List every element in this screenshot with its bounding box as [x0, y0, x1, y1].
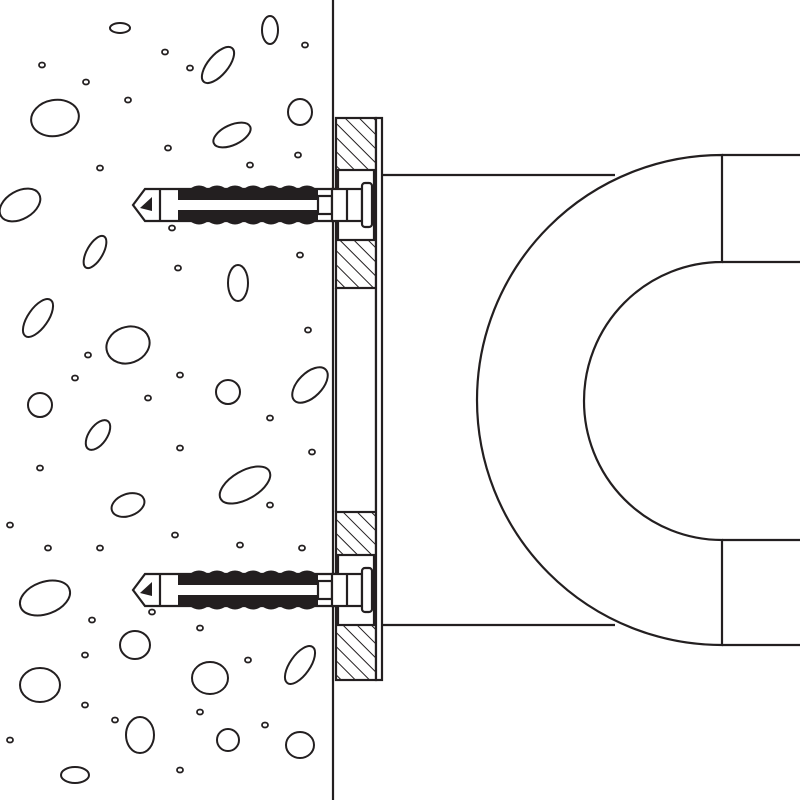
stone — [287, 98, 313, 126]
washer — [360, 566, 374, 614]
aggregate-dot — [36, 464, 44, 472]
stone — [215, 379, 241, 405]
stone — [109, 22, 131, 34]
stone — [30, 98, 80, 138]
stone — [82, 234, 108, 270]
aggregate-dot — [82, 78, 90, 86]
aggregate-dot — [84, 351, 92, 359]
aggregate-dot — [301, 41, 309, 49]
aggregate-dot — [124, 96, 132, 104]
stone — [105, 325, 151, 365]
pipe-elbow — [475, 153, 724, 647]
aggregate-dot — [261, 721, 269, 729]
aggregate-dot — [96, 164, 104, 172]
aggregate-dot — [144, 394, 152, 402]
pipe-bend — [382, 153, 800, 647]
stone — [18, 579, 72, 617]
aggregate-dot — [148, 608, 156, 616]
stone — [283, 645, 317, 685]
thread-lower — [178, 210, 318, 220]
stone — [60, 766, 90, 784]
stone — [27, 392, 53, 418]
stone — [291, 366, 329, 404]
aggregate-dot — [168, 224, 176, 232]
aggregate-dot — [71, 374, 79, 382]
aggregate-dot — [38, 61, 46, 69]
bolt-shank — [178, 585, 318, 595]
aggregate-dot — [186, 64, 194, 72]
stone — [84, 419, 112, 451]
aggregate-dot — [96, 544, 104, 552]
aggregate-dot — [266, 501, 274, 509]
concrete-wall — [0, 0, 335, 800]
stone — [261, 15, 279, 45]
aggregate-dot — [176, 444, 184, 452]
aggregate-dot — [236, 541, 244, 549]
stone — [212, 121, 252, 149]
mounting-plate — [334, 116, 384, 682]
aggregate-stones — [0, 15, 329, 784]
aggregate-dot — [6, 736, 14, 744]
aggregate-dot — [164, 144, 172, 152]
aggregate-dot — [304, 326, 312, 334]
aggregate-dot — [196, 708, 204, 716]
aggregate-dot — [6, 521, 14, 529]
aggregate-dot — [176, 371, 184, 379]
thread-upper — [178, 575, 318, 585]
stone — [19, 667, 61, 703]
anchor-bolt-top — [131, 168, 376, 242]
stone — [119, 630, 151, 660]
aggregate-dot — [244, 656, 252, 664]
stone — [200, 45, 236, 85]
aggregate-dot — [196, 624, 204, 632]
stone — [125, 716, 155, 754]
stone — [0, 187, 42, 223]
stone — [216, 728, 240, 752]
thread-upper — [178, 190, 318, 200]
stone — [191, 661, 229, 695]
stone — [227, 264, 249, 302]
aggregate-dot — [308, 448, 316, 456]
aggregate-dot — [81, 701, 89, 709]
thread-lower — [178, 595, 318, 605]
aggregate-dot — [81, 651, 89, 659]
aggregate-dot — [246, 161, 254, 169]
anchor-bolt-bottom — [131, 553, 376, 627]
stone — [218, 465, 272, 505]
aggregate-dot — [174, 264, 182, 272]
aggregate-dot — [171, 531, 179, 539]
bolt-neck — [316, 579, 334, 601]
aggregate-dot — [294, 151, 302, 159]
aggregate-dot — [298, 544, 306, 552]
stone — [110, 492, 146, 518]
aggregate-dot — [88, 616, 96, 624]
washer — [360, 181, 374, 229]
aggregate-dot — [111, 716, 119, 724]
bolt-shank — [178, 200, 318, 210]
bolt-neck — [316, 194, 334, 216]
aggregate-dot — [296, 251, 304, 259]
plate-flange — [374, 116, 384, 682]
stone — [285, 731, 315, 759]
stone — [21, 298, 55, 338]
aggregate-dot — [266, 414, 274, 422]
aggregate-dot — [44, 544, 52, 552]
aggregate-dot — [176, 766, 184, 774]
aggregate-dot — [161, 48, 169, 56]
